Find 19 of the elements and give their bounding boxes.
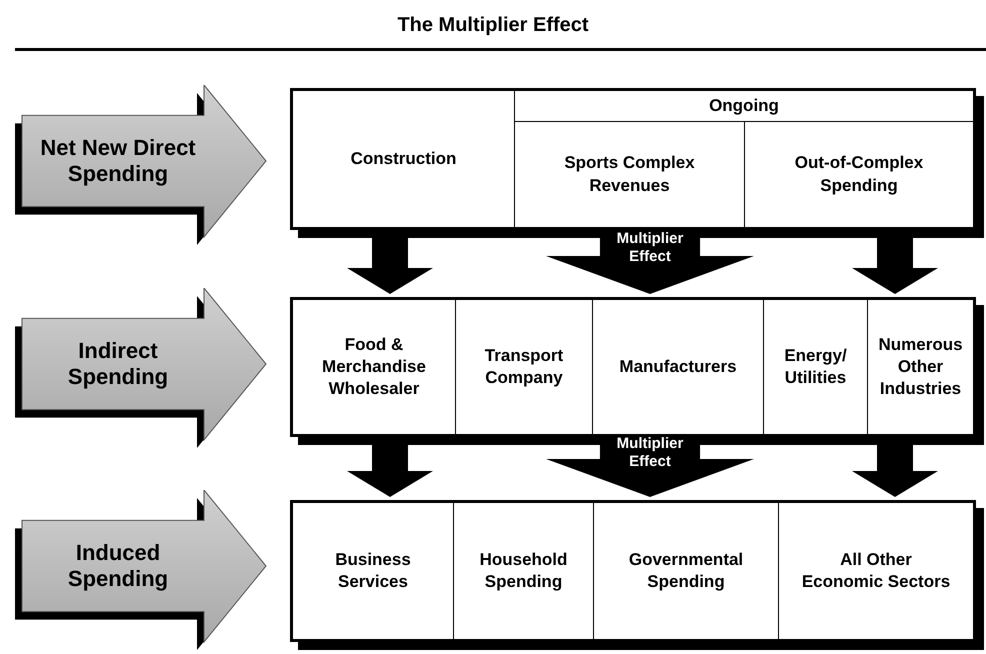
sector-cell: Food & Merchandise Wholesaler: [292, 299, 456, 435]
diagram-title: The Multiplier Effect: [396, 14, 590, 37]
block-arrow: [15, 490, 267, 650]
arrow-label: Net New Direct Spending: [39, 134, 197, 188]
block-arrow: [15, 85, 267, 245]
column-header: Ongoing: [708, 96, 780, 116]
sector-cell: Transport Company: [455, 299, 593, 435]
arrow-label: Induced Spending: [66, 538, 170, 593]
sector-cell: Manufacturers: [592, 299, 764, 435]
sector-cell: Business Services: [292, 502, 454, 640]
sector-cell: Energy/ Utilities: [763, 299, 868, 435]
sector-cell: Construction: [292, 90, 515, 228]
sector-cell: Household Spending: [453, 502, 594, 640]
column-group: [514, 90, 974, 228]
sector-cell: Numerous Other Industries: [867, 299, 974, 435]
arrow-label: Indirect Spending: [66, 336, 170, 391]
block-arrow: [15, 288, 267, 448]
sector-cell: All Other Economic Sectors: [778, 502, 974, 640]
sector-cell: Governmental Spending: [593, 502, 779, 640]
